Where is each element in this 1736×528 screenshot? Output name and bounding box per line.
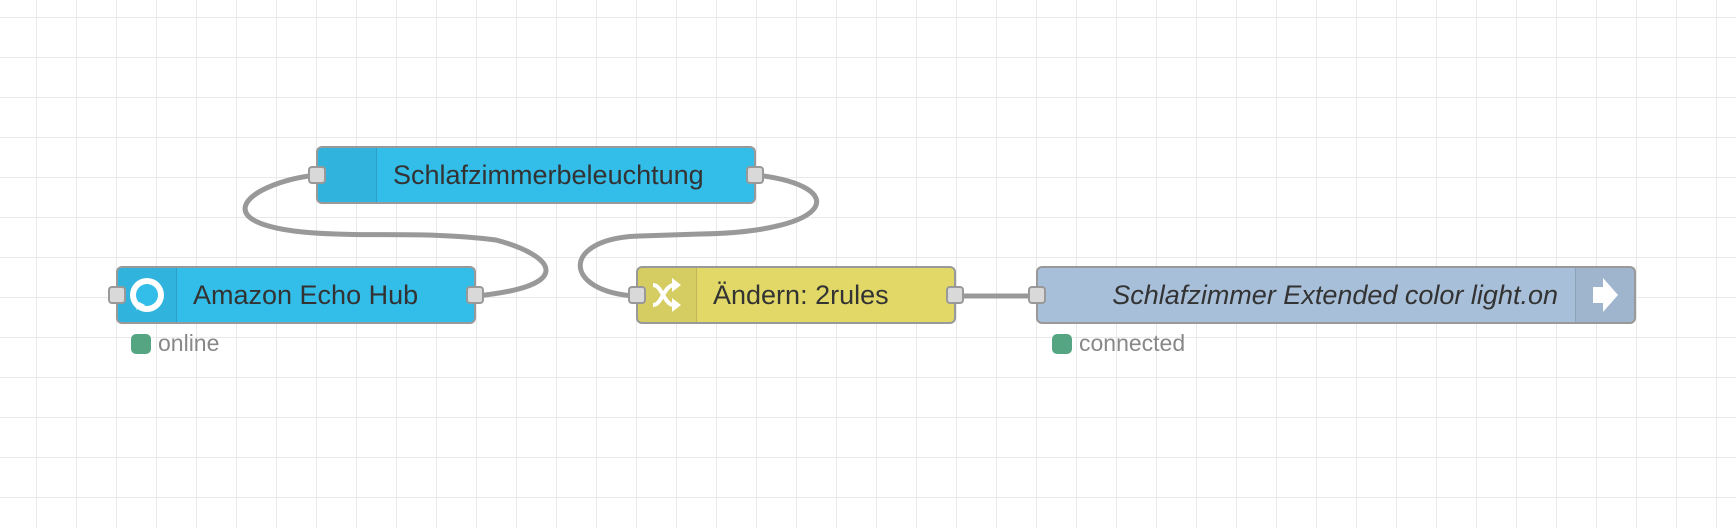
- node-status-ha-call-service: connected: [1052, 330, 1185, 357]
- alexa-ring-icon: [130, 278, 164, 312]
- node-status-echo-hub: online: [131, 330, 219, 357]
- output-port[interactable]: [946, 286, 964, 304]
- input-port[interactable]: [628, 286, 646, 304]
- output-port[interactable]: [746, 166, 764, 184]
- node-amazon-echo-hub[interactable]: Amazon Echo Hub: [108, 266, 484, 324]
- node-icon-area: [318, 148, 377, 202]
- status-text: online: [158, 330, 220, 356]
- wire-echo-to-beleuchtung[interactable]: [242, 172, 549, 299]
- output-port[interactable]: [466, 286, 484, 304]
- node-ha-call-service[interactable]: Schlafzimmer Extended color light.on: [1028, 266, 1636, 324]
- status-dot: [1052, 333, 1072, 354]
- node-icon-area: [638, 268, 697, 322]
- arrow-right-icon: [1593, 278, 1618, 312]
- node-label: Ändern: 2rules: [713, 279, 889, 310]
- wire-beleuchtung-to-change[interactable]: [577, 172, 820, 299]
- node-icon-area: [118, 268, 177, 322]
- input-port[interactable]: [308, 166, 326, 184]
- input-port[interactable]: [1028, 286, 1046, 304]
- node-icon-area: [1575, 268, 1634, 322]
- node-change[interactable]: Ändern: 2rules: [628, 266, 964, 324]
- status-text: connected: [1079, 330, 1186, 356]
- input-port[interactable]: [108, 286, 126, 304]
- status-dot: [131, 333, 151, 354]
- node-label: Amazon Echo Hub: [193, 279, 419, 310]
- node-label: Schlafzimmer Extended color light.on: [1112, 279, 1558, 310]
- node-schlafzimmerbeleuchtung[interactable]: Schlafzimmerbeleuchtung: [308, 146, 764, 204]
- shuffle-icon: [652, 278, 681, 312]
- node-label: Schlafzimmerbeleuchtung: [393, 159, 704, 190]
